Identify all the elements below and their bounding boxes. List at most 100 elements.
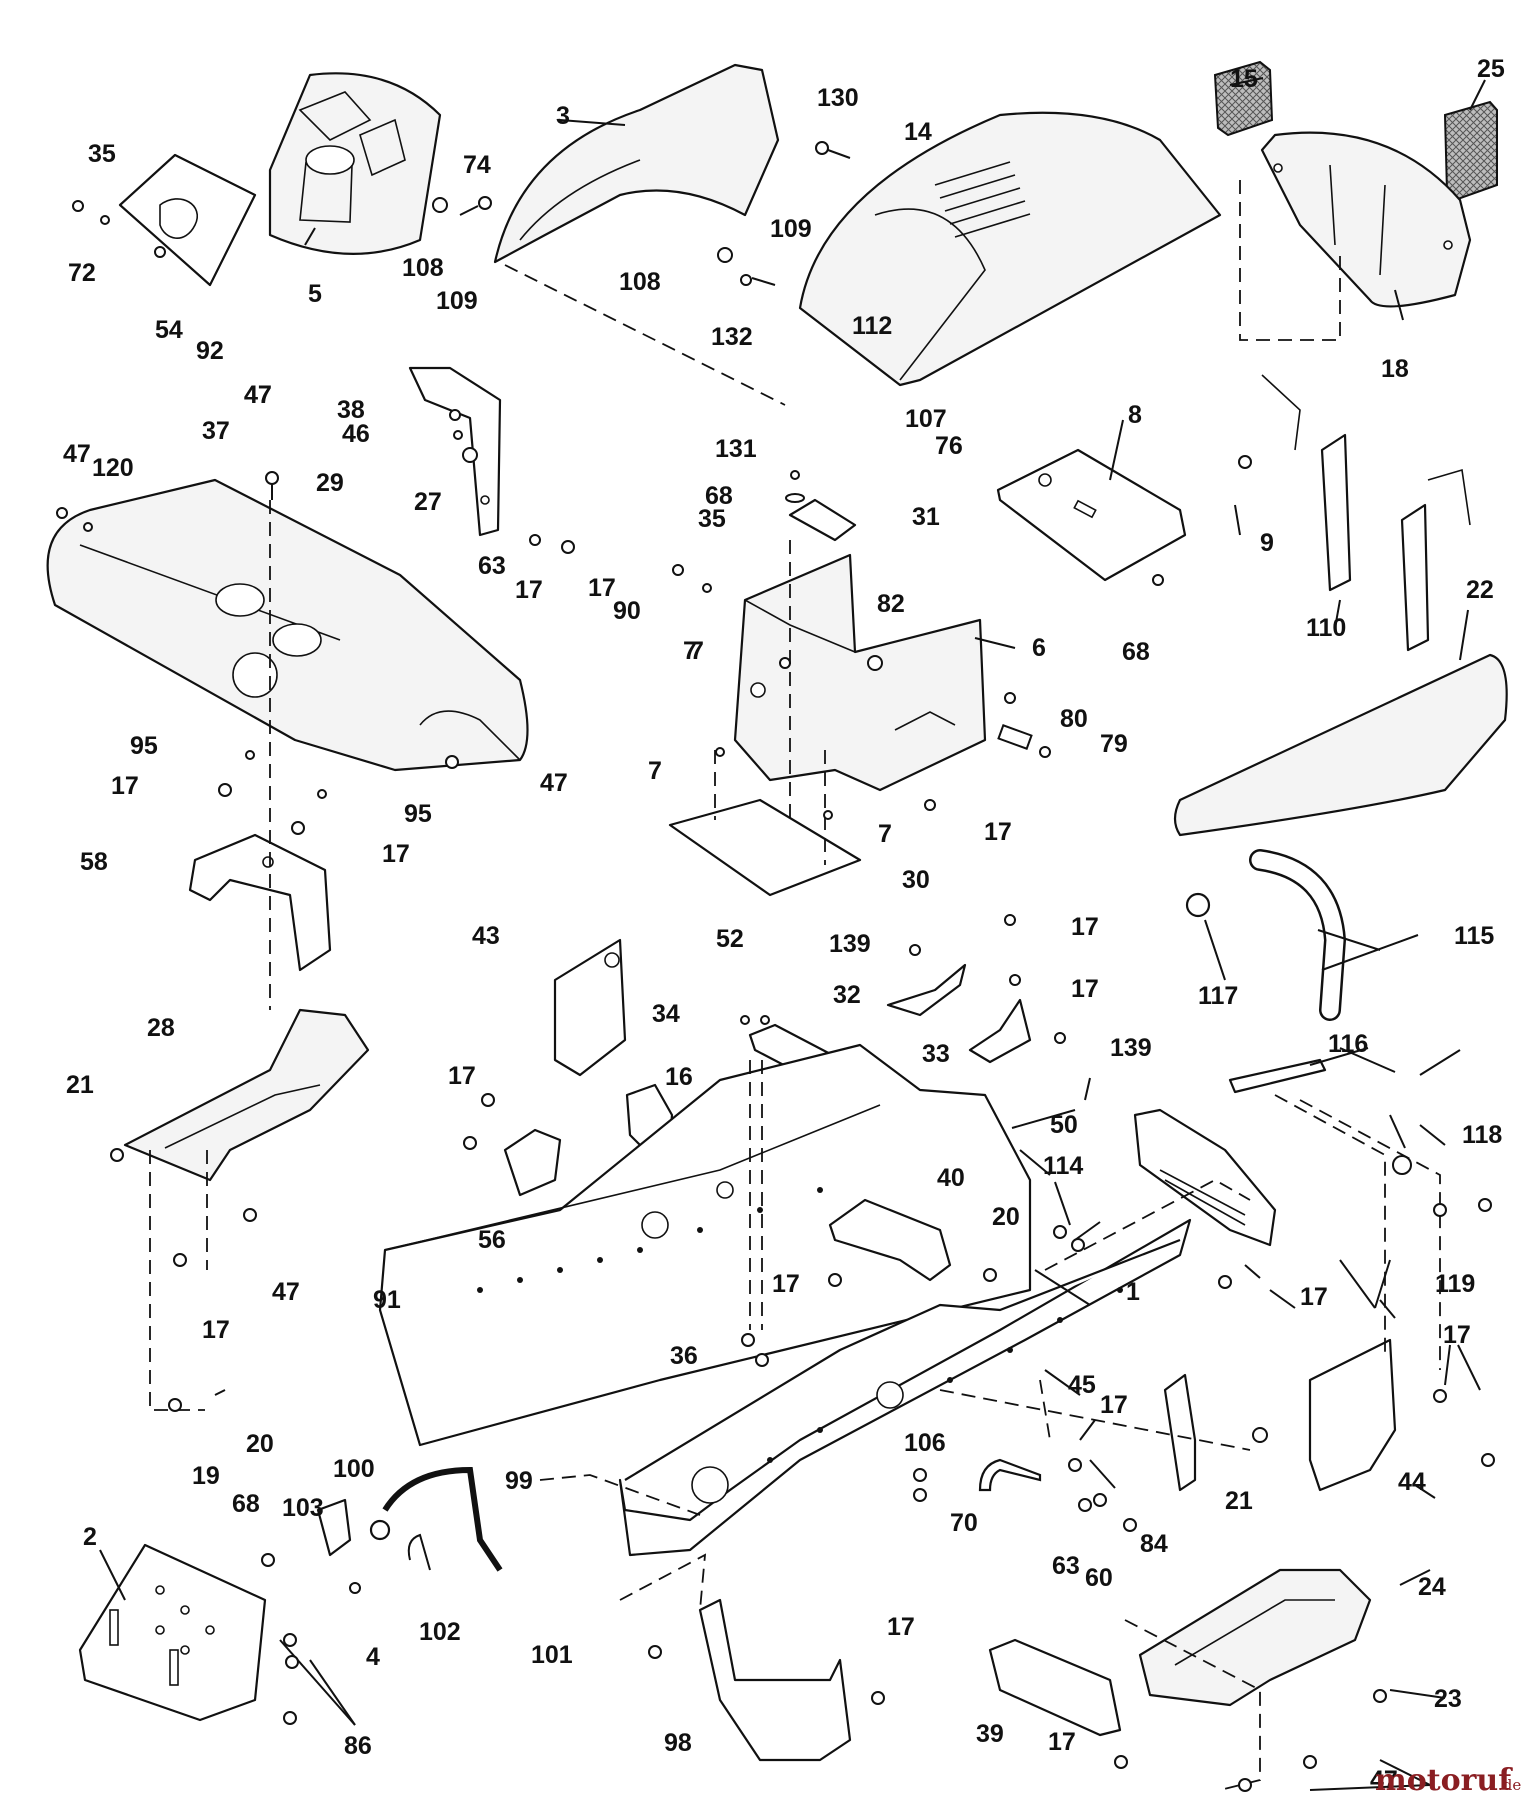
- callout-54: 54: [155, 316, 183, 344]
- dash-panel-part-5: [268, 72, 442, 255]
- callout-68b: 68: [1122, 638, 1150, 666]
- callout-17a: 17: [515, 576, 543, 604]
- callout-17e: 17: [382, 840, 410, 868]
- callout-116: 116: [1328, 1030, 1368, 1058]
- callout-17k: 17: [1300, 1283, 1328, 1311]
- callout-110: 110: [1306, 614, 1346, 642]
- callout-79: 79: [1100, 730, 1128, 758]
- right-footrest-part-24: [1138, 1568, 1372, 1707]
- callout-3: 3: [556, 102, 570, 130]
- callout-6: 6: [1032, 634, 1046, 662]
- callout-9: 9: [1260, 529, 1274, 557]
- callout-18: 18: [1381, 355, 1409, 383]
- callout-139b: 139: [1110, 1034, 1152, 1062]
- callout-86: 86: [344, 1732, 372, 1760]
- callout-50: 50: [1050, 1111, 1078, 1139]
- callout-17n: 17: [887, 1613, 915, 1641]
- seat-bracket-part-29: [408, 366, 502, 537]
- assembly-lines: [149, 180, 1441, 1791]
- callout-74: 74: [463, 151, 491, 179]
- frame-rail-part-1: [618, 1218, 1192, 1557]
- callout-100: 100: [333, 1455, 375, 1483]
- callout-29: 29: [316, 469, 344, 497]
- bracket-part-43: [553, 938, 627, 1077]
- bracket-part-50: [1133, 1108, 1277, 1247]
- callout-17c: 17: [984, 818, 1012, 846]
- callout-47e: 47: [1370, 1766, 1398, 1794]
- bracket-part-33: [968, 998, 1032, 1064]
- bracket-part-40: [828, 1198, 952, 1282]
- callout-76: 76: [935, 432, 963, 460]
- callout-112: 112: [852, 312, 892, 340]
- callout-47d: 47: [272, 1278, 300, 1306]
- callout-7d: 7: [683, 637, 697, 665]
- hood-part-14: [798, 111, 1222, 387]
- seat-plate-part-8: [996, 448, 1187, 582]
- callout-47a: 47: [244, 381, 272, 409]
- bracket-part-44: [1308, 1338, 1397, 1492]
- callout-44: 44: [1398, 1468, 1426, 1496]
- callout-24: 24: [1418, 1573, 1446, 1601]
- callout-82: 82: [877, 590, 905, 618]
- callout-labels: 1 2 3 4 5 6 7 7 7 7 8 9 14 15 16 17 17 1…: [63, 55, 1505, 1794]
- callout-118: 118: [1462, 1121, 1502, 1149]
- bracket-part-58: [188, 833, 332, 972]
- callout-27: 27: [414, 488, 442, 516]
- callout-4: 4: [366, 1643, 380, 1671]
- callout-120: 120: [92, 454, 134, 482]
- callout-17h: 17: [1071, 913, 1099, 941]
- callout-102: 102: [419, 1618, 461, 1646]
- callout-68a: 68: [705, 482, 733, 510]
- callout-8: 8: [1128, 401, 1142, 429]
- callout-7c: 7: [878, 820, 892, 848]
- callout-20b: 20: [992, 1203, 1020, 1231]
- callout-20a: 20: [246, 1430, 274, 1458]
- callout-60: 60: [1085, 1564, 1113, 1592]
- callout-34: 34: [652, 1000, 680, 1028]
- grille-screen-part-25: [1443, 100, 1498, 202]
- callout-36: 36: [670, 1342, 698, 1370]
- callout-33: 33: [922, 1040, 950, 1068]
- callout-19: 19: [192, 1462, 220, 1490]
- clip-part-102: [407, 1533, 431, 1571]
- callout-28: 28: [147, 1014, 175, 1042]
- callout-14: 14: [904, 118, 932, 146]
- lever-part-84: [1163, 1373, 1197, 1492]
- callout-56: 56: [478, 1226, 506, 1254]
- bracket-part-116: [1228, 1058, 1327, 1094]
- callout-17g: 17: [202, 1316, 230, 1344]
- callout-72: 72: [68, 259, 96, 287]
- fender-body-part-37: [46, 478, 529, 772]
- heat-shield-part-98: [698, 1598, 852, 1762]
- rod-part-99: [382, 1466, 503, 1572]
- callout-7b: 7: [648, 757, 662, 785]
- callout-25: 25: [1477, 55, 1505, 83]
- callout-7a: 7: [690, 637, 704, 665]
- callout-15: 15: [1230, 65, 1258, 93]
- callout-21b: 21: [1225, 1487, 1253, 1515]
- callout-108a: 108: [402, 254, 444, 282]
- callout-90: 90: [613, 597, 641, 625]
- front-bumper-part-22: [1173, 653, 1508, 837]
- callout-91: 91: [373, 1286, 401, 1314]
- callout-132: 132: [711, 323, 753, 351]
- watermark-logo: motoruf .de: [1375, 1763, 1521, 1798]
- callout-47b: 47: [63, 440, 91, 468]
- grille-bracket-part-110: [1261, 374, 1471, 652]
- callout-92: 92: [196, 337, 224, 365]
- callout-139a: 139: [829, 930, 871, 958]
- clip-part-103: [316, 1498, 352, 1557]
- callout-46: 46: [342, 420, 370, 448]
- callout-115: 115: [1454, 922, 1494, 950]
- cap-part-117: [1185, 892, 1211, 918]
- callout-39: 39: [976, 1720, 1004, 1748]
- grille-frame-part-18: [1260, 131, 1472, 308]
- callout-109b: 109: [770, 215, 812, 243]
- callout-17d: 17: [111, 772, 139, 800]
- front-plate-part-2: [78, 1543, 267, 1722]
- callout-leaders: [99, 77, 1486, 1791]
- callout-101: 101: [531, 1641, 573, 1669]
- callout-21a: 21: [66, 1071, 94, 1099]
- callout-70: 70: [950, 1509, 978, 1537]
- frame-rail-part-91: [378, 1043, 1032, 1447]
